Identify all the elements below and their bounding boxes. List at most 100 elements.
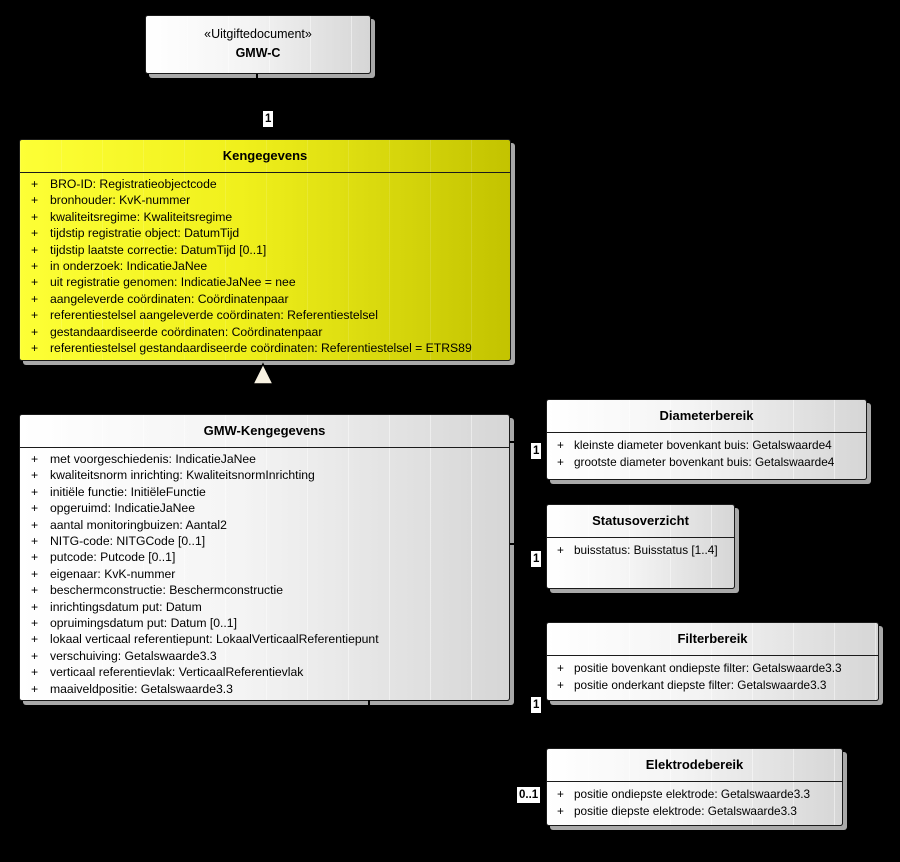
visibility-plus: + xyxy=(31,616,39,631)
attribute-row: + in onderzoek: IndicatieJaNee xyxy=(20,258,510,274)
class-diameterbereik-attributes: + kleinste diameter bovenkant buis: Geta… xyxy=(547,433,866,470)
visibility-plus: + xyxy=(31,632,39,647)
attribute-text: buisstatus: Buisstatus [1..4] xyxy=(574,543,718,557)
class-gmw-c[interactable]: «Uitgiftedocument» GMW-C xyxy=(145,15,371,74)
visibility-plus: + xyxy=(557,787,564,801)
attribute-text: kwaliteitsregime: Kwaliteitsregime xyxy=(50,209,233,224)
visibility-plus: + xyxy=(31,341,39,356)
class-filterbereik-title: Filterbereik xyxy=(547,623,878,656)
attribute-row: + inrichtingsdatum put: Datum xyxy=(20,599,509,615)
visibility-plus: + xyxy=(31,452,39,466)
class-elektrodebereik-title: Elektrodebereik xyxy=(547,749,842,782)
attribute-text: positie bovenkant ondiepste filter: Geta… xyxy=(574,661,842,675)
attribute-text: kleinste diameter bovenkant buis: Getals… xyxy=(574,438,832,452)
attribute-row: + grootste diameter bovenkant buis: Geta… xyxy=(547,454,866,471)
visibility-plus: + xyxy=(31,566,39,581)
multiplicity-label-filterbereik: 1 xyxy=(531,697,542,713)
attribute-text: positie ondiepste elektrode: Getalswaard… xyxy=(574,787,811,801)
attribute-row: + lokaal verticaal referentiepunt: Lokaa… xyxy=(20,631,509,647)
class-elektrodebereik[interactable]: Elektrodebereik + positie ondiepste elek… xyxy=(546,748,843,826)
attribute-text: aantal monitoringbuizen: Aantal2 xyxy=(50,517,227,532)
attribute-row: + putcode: Putcode [0..1] xyxy=(20,549,509,565)
attribute-row: + kleinste diameter bovenkant buis: Geta… xyxy=(547,437,866,454)
attribute-row: + buisstatus: Buisstatus [1..4] xyxy=(547,542,734,559)
attribute-row: + verschuiving: Getalswaarde3.3 xyxy=(20,648,509,664)
attribute-text: eigenaar: KvK-nummer xyxy=(50,566,176,581)
multiplicity-label-elektrodebereik: 0..1 xyxy=(517,787,541,803)
attribute-text: opruimingsdatum put: Datum [0..1] xyxy=(50,616,237,631)
class-gmw-c-name: GMW-C xyxy=(235,46,281,60)
class-gmw-c-stereotype: «Uitgiftedocument» xyxy=(204,27,312,41)
attribute-row: + gestandaardiseerde coördinaten: Coördi… xyxy=(20,324,510,340)
visibility-plus: + xyxy=(31,665,39,680)
class-kengegevens-title: Kengegevens xyxy=(20,140,510,173)
attribute-text: BRO-ID: Registratieobjectcode xyxy=(50,177,217,191)
visibility-plus: + xyxy=(31,177,39,191)
attribute-text: uit registratie genomen: IndicatieJaNee … xyxy=(50,275,296,290)
visibility-plus: + xyxy=(31,209,39,224)
visibility-plus: + xyxy=(31,468,39,483)
attribute-row: + verticaal referentievlak: VerticaalRef… xyxy=(20,664,509,680)
visibility-plus: + xyxy=(31,291,39,306)
class-gmw-kengegevens[interactable]: GMW-Kengegevens + met voorgeschiedenis: … xyxy=(19,414,510,701)
connector-tick-right-1 xyxy=(510,441,517,443)
class-filterbereik[interactable]: Filterbereik + positie bovenkant ondieps… xyxy=(546,622,879,701)
attribute-row: + eigenaar: KvK-nummer xyxy=(20,566,509,582)
visibility-plus: + xyxy=(31,484,39,499)
class-statusoverzicht-attributes: + buisstatus: Buisstatus [1..4] xyxy=(547,538,734,559)
generalization-arrow-icon xyxy=(251,362,275,385)
attribute-text: tijdstip registratie object: DatumTijd xyxy=(50,226,240,241)
attribute-row: + aantal monitoringbuizen: Aantal2 xyxy=(20,517,509,533)
attribute-text: positie onderkant diepste filter: Getals… xyxy=(574,677,827,692)
attribute-row: + referentiestelsel aangeleverde coördin… xyxy=(20,307,510,323)
visibility-plus: + xyxy=(31,550,39,565)
attribute-row: + aangeleverde coördinaten: Coördinatenp… xyxy=(20,291,510,307)
attribute-row: + positie diepste elektrode: Getalswaard… xyxy=(547,803,842,820)
attribute-text: putcode: Putcode [0..1] xyxy=(50,550,176,565)
visibility-plus: + xyxy=(31,583,39,598)
visibility-plus: + xyxy=(31,308,39,323)
visibility-plus: + xyxy=(31,501,39,516)
visibility-plus: + xyxy=(31,193,39,208)
visibility-plus: + xyxy=(31,648,39,663)
attribute-row: + opgeruimd: IndicatieJaNee xyxy=(20,500,509,516)
class-diameterbereik-title: Diameterbereik xyxy=(547,400,866,433)
attribute-row: + positie ondiepste elektrode: Getalswaa… xyxy=(547,786,842,803)
class-statusoverzicht-title: Statusoverzicht xyxy=(547,505,734,538)
visibility-plus: + xyxy=(557,438,564,452)
class-kengegevens[interactable]: Kengegevens + BRO-ID: Registratieobjectc… xyxy=(19,139,511,361)
class-elektrodebereik-attributes: + positie ondiepste elektrode: Getalswaa… xyxy=(547,782,842,819)
class-gmw-kengegevens-title: GMW-Kengegevens xyxy=(20,415,509,448)
attribute-text: in onderzoek: IndicatieJaNee xyxy=(50,259,208,274)
attribute-row: + NITG-code: NITGCode [0..1] xyxy=(20,533,509,549)
visibility-plus: + xyxy=(557,661,564,675)
attribute-text: opgeruimd: IndicatieJaNee xyxy=(50,501,195,516)
attribute-row: + tijdstip registratie object: DatumTijd xyxy=(20,225,510,241)
attribute-text: aangeleverde coördinaten: Coördinatenpaa… xyxy=(50,291,289,306)
class-diameterbereik[interactable]: Diameterbereik + kleinste diameter boven… xyxy=(546,399,867,480)
connector-tick-gmw-c-bottom xyxy=(256,74,258,81)
visibility-plus: + xyxy=(557,543,564,557)
visibility-plus: + xyxy=(31,681,39,696)
visibility-plus: + xyxy=(557,454,564,469)
visibility-plus: + xyxy=(31,242,39,257)
visibility-plus: + xyxy=(31,534,39,549)
attribute-text: kwaliteitsnorm inrichting: Kwaliteitsnor… xyxy=(50,468,315,483)
attribute-row: + positie onderkant diepste filter: Geta… xyxy=(547,677,878,694)
attribute-row: + uit registratie genomen: IndicatieJaNe… xyxy=(20,274,510,290)
multiplicity-label-kengegevens: 1 xyxy=(263,111,274,127)
visibility-plus: + xyxy=(31,517,39,532)
multiplicity-label-diameterbereik: 1 xyxy=(531,443,542,459)
attribute-row: + maaiveldpositie: Getalswaarde3.3 xyxy=(20,681,509,697)
class-statusoverzicht[interactable]: Statusoverzicht + buisstatus: Buisstatus… xyxy=(546,504,735,589)
multiplicity-label-statusoverzicht: 1 xyxy=(531,551,542,567)
connector-tick-bottom xyxy=(368,700,370,707)
attribute-text: maaiveldpositie: Getalswaarde3.3 xyxy=(50,681,233,696)
attribute-text: verschuiving: Getalswaarde3.3 xyxy=(50,648,217,663)
attribute-text: referentiestelsel gestandaardiseerde coö… xyxy=(50,341,472,356)
attribute-text: lokaal verticaal referentiepunt: LokaalV… xyxy=(50,632,379,647)
attribute-row: + referentiestelsel gestandaardiseerde c… xyxy=(20,340,510,356)
attribute-text: positie diepste elektrode: Getalswaarde3… xyxy=(574,803,797,818)
attribute-text: tijdstip laatste correctie: DatumTijd [0… xyxy=(50,242,267,257)
attribute-row: + bronhouder: KvK-nummer xyxy=(20,192,510,208)
